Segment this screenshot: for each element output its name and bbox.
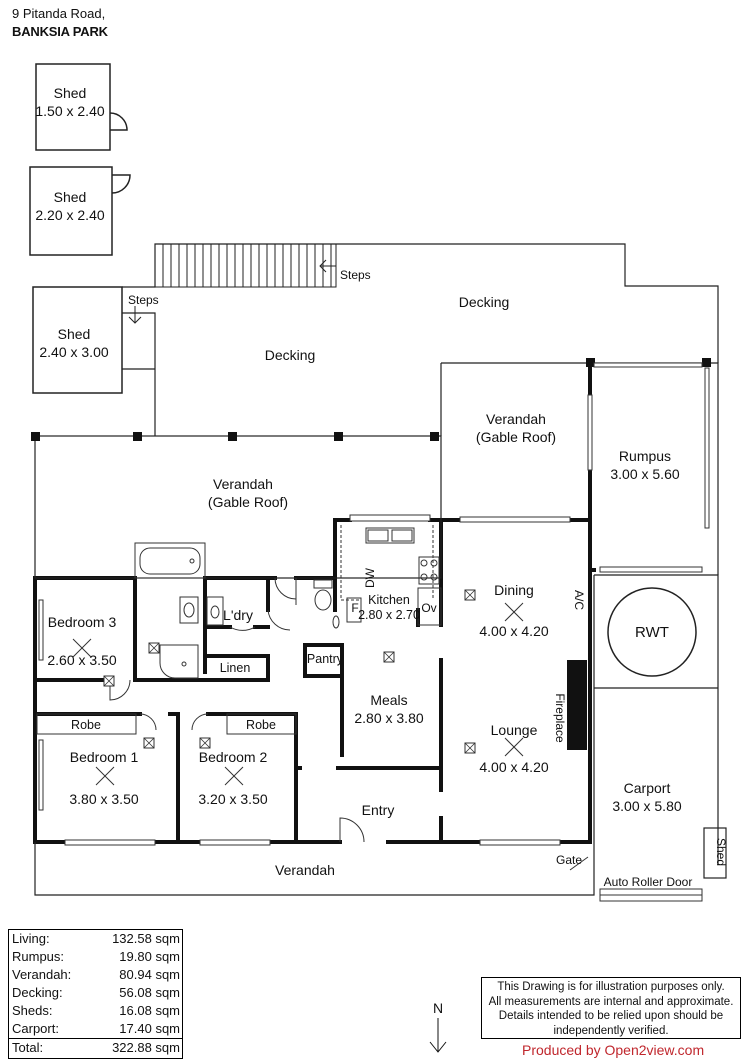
decking-label-right: Decking (459, 294, 510, 310)
meals-size: 2.80 x 3.80 (354, 710, 423, 726)
entry-label: Entry (362, 802, 395, 818)
area-label: Carport: (12, 1021, 59, 1036)
area-label: Sheds: (12, 1003, 53, 1018)
verandah-label-front: Verandah (275, 862, 335, 878)
carport-shed-label: Shed (714, 838, 728, 866)
steps-label-top: Steps (340, 268, 371, 282)
stairs (154, 243, 337, 288)
area-value: 19.80 sqm (119, 949, 180, 964)
area-label: Verandah: (12, 967, 72, 982)
oven-label: Ov (421, 601, 436, 615)
area-label: Decking: (12, 985, 63, 1000)
steps-label-left: Steps (128, 293, 159, 307)
robe-label-1: Robe (71, 718, 101, 732)
area-label: Rumpus: (12, 949, 65, 964)
area-total-value: 322.88 sqm (112, 1040, 180, 1055)
disclaimer-line: Details intended to be relied upon shoul… (498, 1010, 724, 1022)
linen-label: Linen (220, 661, 251, 675)
dishwasher-label: DW (363, 567, 377, 588)
north-arrow: N (426, 1000, 450, 1060)
pantry-label: Pantry (307, 652, 344, 666)
rumpus-name: Rumpus (619, 448, 671, 464)
carport-shed-outline (703, 827, 727, 879)
verandah-label-rear-left: Verandah (213, 476, 273, 492)
ac-label: A/C (572, 590, 586, 610)
shed-a-name: Shed (54, 85, 87, 101)
shed-c-size: 2.40 x 3.00 (39, 344, 108, 360)
verandah-posts (31, 358, 711, 441)
address-line-1: 9 Pitanda Road, (12, 6, 106, 21)
address-line-2: BANKSIA PARK (12, 24, 108, 39)
area-value: 132.58 sqm (112, 931, 180, 946)
area-row: Verandah: 80.94 sqm (9, 966, 182, 984)
shed-c-name: Shed (58, 326, 91, 342)
fridge-label: F (351, 601, 358, 615)
windows (38, 362, 710, 846)
rain-water-tank (607, 587, 697, 677)
area-value: 80.94 sqm (119, 967, 180, 982)
area-row: Sheds: 16.08 sqm (9, 1002, 182, 1020)
fireplace-label: Fireplace (553, 693, 567, 743)
north-label: N (432, 1000, 444, 1016)
kitchen-size: 2.80 x 2.70 (358, 608, 420, 622)
disclaimer-line: All measurements are internal and approx… (488, 995, 734, 1008)
laundry-label: L'dry (223, 607, 253, 623)
disclaimer-line: independently verified. (553, 1024, 669, 1037)
rwt-label: RWT (635, 624, 669, 641)
robes (36, 713, 297, 735)
area-row: Carport: 17.40 sqm (9, 1020, 182, 1038)
rumpus-size: 3.00 x 5.60 (610, 466, 679, 482)
disclaimer-box: This Drawing is for illustration purpose… (481, 977, 741, 1039)
area-value: 17.40 sqm (119, 1021, 180, 1036)
area-total-label: Total: (12, 1040, 44, 1055)
shed-c-outline (32, 286, 123, 394)
area-row: Living: 132.58 sqm (9, 930, 182, 948)
produced-by-credit[interactable]: Produced by Open2view.com (522, 1042, 705, 1058)
dining-size: 4.00 x 4.20 (479, 623, 548, 639)
area-row: Rumpus: 19.80 sqm (9, 948, 182, 966)
shed-b-size: 2.20 x 2.40 (35, 207, 104, 223)
robe-label-2: Robe (246, 718, 276, 732)
decking-label-left: Decking (265, 347, 316, 363)
area-row: Decking: 56.08 sqm (9, 984, 182, 1002)
bathroom-fixtures (134, 542, 340, 679)
shed-a-outline (35, 63, 128, 151)
area-value: 16.08 sqm (119, 1003, 180, 1018)
bedroom-1-size: 3.80 x 3.50 (69, 791, 138, 807)
shed-b-name: Shed (54, 189, 87, 205)
area-label: Living: (12, 931, 50, 946)
kitchen-name: Kitchen (368, 593, 410, 607)
bedroom-2-size: 3.20 x 3.50 (198, 791, 267, 807)
verandah-gable-left: (Gable Roof) (208, 494, 288, 510)
roller-door-label: Auto Roller Door (604, 875, 693, 889)
north-arrow-icon (429, 1018, 447, 1053)
carport-size: 3.00 x 5.80 (612, 798, 681, 814)
gate-label: Gate (556, 853, 582, 867)
lounge-size: 4.00 x 4.20 (479, 759, 548, 775)
verandah-label-rear-right: Verandah (486, 411, 546, 427)
bedroom-1-name: Bedroom 1 (70, 749, 139, 765)
shed-a-size: 1.50 x 2.40 (35, 103, 104, 119)
shed-b-outline (29, 166, 131, 256)
meals-name: Meals (370, 692, 407, 708)
doors (109, 577, 589, 871)
lounge-name: Lounge (491, 722, 538, 738)
floor-plan: Shed 1.50 x 2.40 Shed 2.20 x 2.40 Shed 2… (29, 63, 728, 902)
roller-door (599, 888, 703, 902)
bedroom-3-size: 2.60 x 3.50 (47, 652, 116, 668)
kitchen-fixtures (340, 525, 442, 626)
dining-name: Dining (494, 582, 534, 598)
area-value: 56.08 sqm (119, 985, 180, 1000)
fireplace-block (567, 660, 587, 750)
area-total-row: Total: 322.88 sqm (9, 1038, 182, 1057)
verandah-gable-right: (Gable Roof) (476, 429, 556, 445)
steps-arrows (128, 259, 336, 324)
carport-name: Carport (624, 780, 671, 796)
bedroom-2-name: Bedroom 2 (199, 749, 268, 765)
bedroom-3-name: Bedroom 3 (48, 614, 117, 630)
disclaimer-line: This Drawing is for illustration purpose… (497, 981, 725, 993)
